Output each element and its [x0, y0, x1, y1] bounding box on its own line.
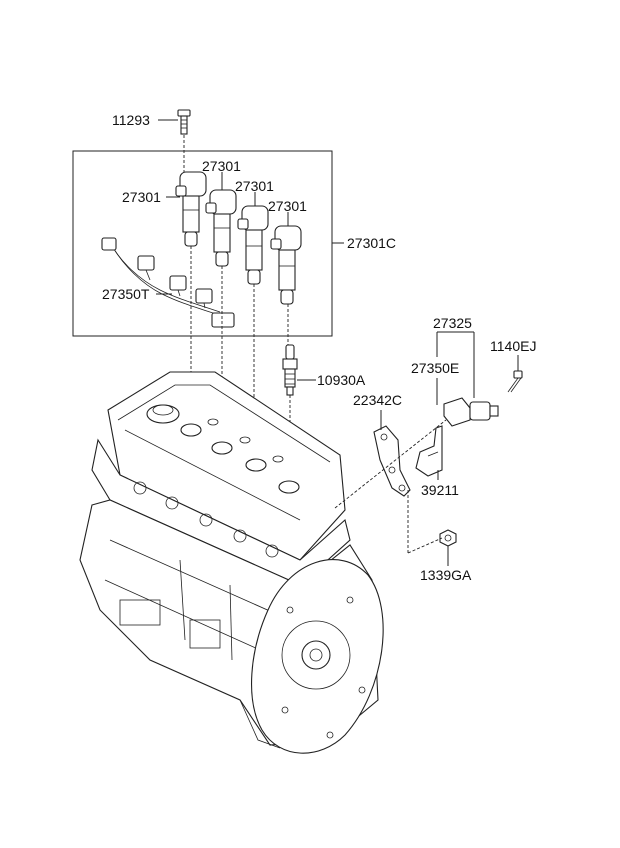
label-39211: 39211	[421, 482, 459, 498]
label-27301-b: 27301	[202, 158, 241, 174]
bolt-11293-icon	[177, 109, 191, 135]
ignition-coil-4-icon	[270, 225, 302, 305]
label-27301-d: 27301	[268, 198, 307, 214]
bracket-plate-icon	[373, 425, 411, 497]
cam-sensor-icon	[443, 397, 499, 427]
ignition-coil-3-icon	[237, 205, 269, 285]
label-27350t: 27350T	[102, 286, 150, 302]
nut-icon	[439, 529, 457, 547]
label-27301-a: 27301	[122, 189, 161, 205]
label-27325: 27325	[433, 315, 472, 331]
label-27350e: 27350E	[411, 360, 459, 376]
engine-block-icon	[79, 371, 384, 754]
bolt-1140ej-icon	[507, 370, 523, 393]
ignition-coil-1-icon	[175, 171, 207, 247]
label-1339ga: 1339GA	[420, 567, 472, 583]
spark-plug-icon	[282, 344, 298, 396]
bracket-icon	[415, 425, 443, 477]
ignition-coil-2-icon	[205, 189, 237, 267]
wiring-harness-icon	[101, 237, 235, 328]
label-10930a: 10930A	[317, 372, 366, 388]
label-27301-c: 27301	[235, 178, 274, 194]
label-1140ej: 1140EJ	[490, 338, 536, 354]
label-11293: 11293	[112, 112, 150, 128]
label-22342c: 22342C	[353, 392, 402, 408]
label-27301c: 27301C	[347, 235, 396, 251]
